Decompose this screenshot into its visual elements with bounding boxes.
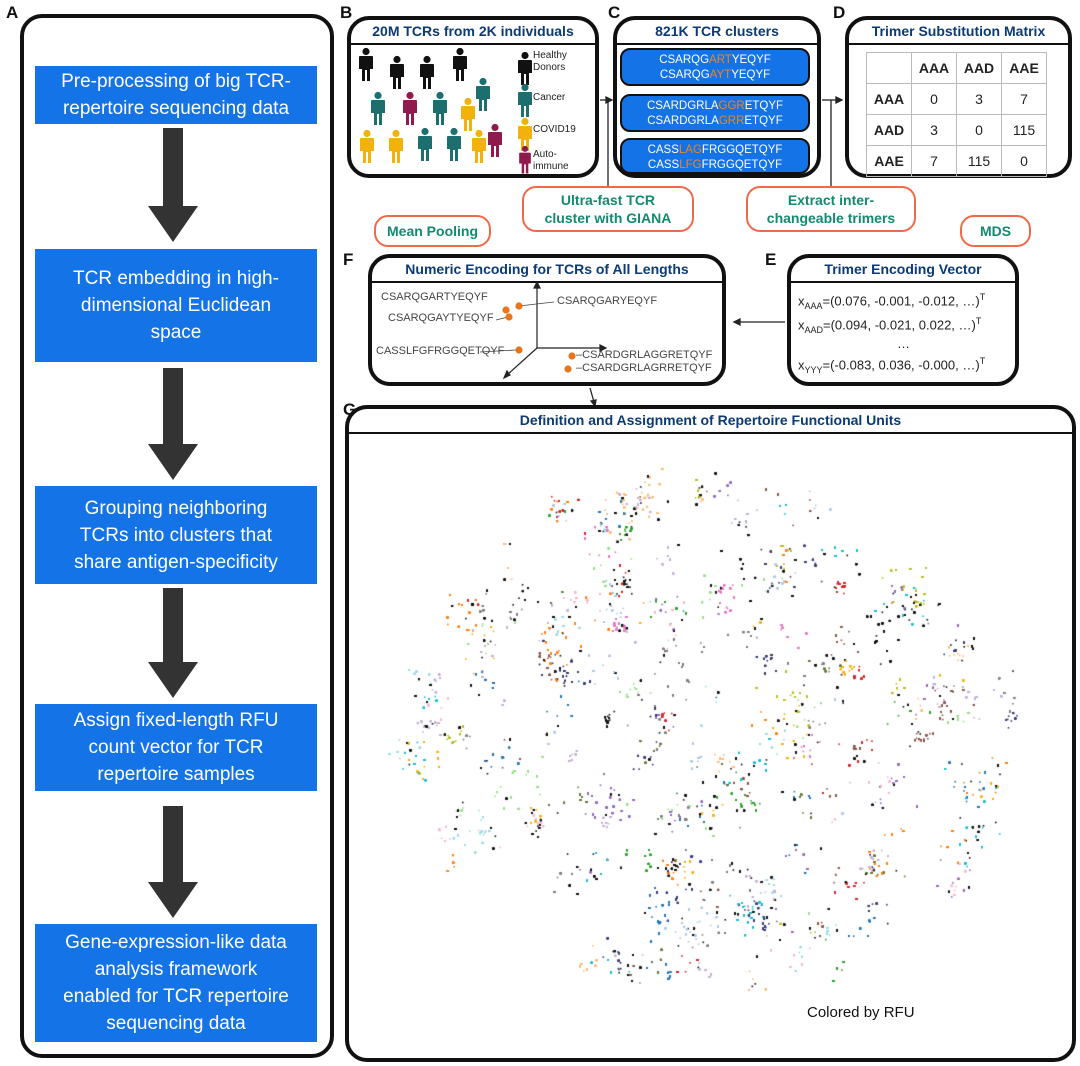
cluster-seq: CSARDGRLAGRRETQYF — [647, 115, 783, 127]
panel-label-c: C — [608, 3, 621, 22]
callout-extract-trimers: Extract inter- changeable trimers — [746, 186, 916, 232]
down-arrow-4 — [148, 806, 198, 918]
matrix-cell: 115 — [956, 145, 1002, 177]
vector-ellipsis: … — [897, 336, 910, 351]
step-box-4: Assign fixed-length RFU count vector for… — [35, 704, 317, 791]
trimer-vector: xAAD=(0.094, -0.021, 0.022, …)T — [798, 316, 982, 335]
step-box-3: Grouping neighboring TCRs into clusters … — [35, 486, 317, 584]
cluster-seq: CSARQGAYTYEQYF — [659, 69, 771, 81]
tcr-sequence-label: –CSARDGRLAGRRETQYF — [576, 362, 712, 374]
cluster-box-1: CSARQGARTYEQYF CSARQGAYTYEQYF — [620, 48, 810, 86]
panel-c-title: 821K TCR clusters — [655, 23, 779, 39]
callout-mds: MDS — [960, 215, 1031, 247]
step-text-3: Grouping neighboring TCRs into clusters … — [74, 497, 278, 573]
callout-mean-pooling: Mean Pooling — [374, 215, 491, 247]
rfu-scatter-plot — [360, 436, 1060, 1048]
embedding-points — [502, 302, 576, 373]
step-box-2: TCR embedding in high- dimensional Eucli… — [35, 249, 317, 362]
panel-label-a: A — [6, 3, 19, 22]
matrix-row-header: AAE — [866, 145, 912, 177]
tcr-sequence-label: CASSLFGFRGGQETQYF — [376, 345, 505, 357]
callout-giana: Ultra-fast TCR cluster with GIANA — [522, 186, 694, 232]
matrix-col-header: AAE — [1001, 52, 1047, 84]
step-box-5: Gene-expression-like data analysis frame… — [35, 924, 317, 1042]
rfu-caption: Colored by RFU — [807, 1004, 915, 1021]
panel-d-rule — [849, 43, 1068, 45]
panel-label-f: F — [343, 250, 354, 269]
embedding-axes — [479, 280, 608, 380]
cluster-seq: CSARQGARTYEQYF — [659, 54, 771, 66]
down-arrow-2 — [148, 368, 198, 480]
matrix-cell: 7 — [1001, 83, 1047, 115]
legend-cancer-label: Cancer — [533, 92, 566, 103]
panel-b-title: 20M TCRs from 2K individuals — [372, 23, 574, 39]
tcr-sequence-label: –CSARDGRLAGGRETQYF — [576, 349, 713, 361]
tcr-sequence-label: CSARQGARYEQYF — [557, 295, 658, 307]
panel-b-rule — [351, 43, 595, 45]
panel-g-rule — [349, 432, 1072, 434]
matrix-col-header: AAA — [911, 52, 957, 84]
trimer-vector: xAAA=(0.076, -0.001, -0.012, …)T — [798, 292, 986, 311]
panel-e-rule — [791, 281, 1015, 283]
legend-covid-label: COVID19 — [533, 124, 576, 135]
panel-f-rule — [372, 281, 722, 283]
panel-f-frame: Numeric Encoding for TCRs of All Lengths — [368, 254, 726, 386]
tcr-sequence-label: CSARQGAYTYEQYF — [388, 312, 494, 324]
panel-label-d: D — [833, 3, 846, 22]
cluster-seq: CASSLAGFRGGQETQYF — [647, 144, 783, 156]
matrix-col-header: AAD — [956, 52, 1002, 84]
cluster-seq: CSARDGRLAGGRETQYF — [646, 100, 784, 112]
tcr-sequence-label: CSARQGARTYEQYF — [381, 291, 488, 303]
step-text-1: Pre-processing of big TCR- repertoire se… — [61, 71, 291, 119]
legend-healthy-label: Healthy Donors — [533, 50, 567, 73]
matrix-cell: 0 — [956, 114, 1002, 146]
step-text-4: Assign fixed-length RFU count vector for… — [73, 710, 279, 785]
panel-e-title: Trimer Encoding Vector — [824, 261, 982, 277]
cluster-box-2: CSARDGRLAGGRETQYF CSARDGRLAGRRETQYF — [620, 94, 810, 132]
step-text-2: TCR embedding in high- dimensional Eucli… — [73, 268, 279, 343]
matrix-cell: 3 — [911, 114, 957, 146]
panel-d-title: Trimer Substitution Matrix — [871, 23, 1046, 39]
matrix-cell: 0 — [1001, 145, 1047, 177]
step-box-1: Pre-processing of big TCR- repertoire se… — [35, 66, 317, 124]
panel-label-e: E — [765, 250, 777, 269]
down-arrow-3 — [148, 588, 198, 698]
step-text-5: Gene-expression-like data analysis frame… — [63, 932, 289, 1034]
trimer-vector: xYYY=(-0.083, 0.036, -0.000, …)T — [798, 356, 986, 375]
panel-f-title: Numeric Encoding for TCRs of All Lengths — [405, 261, 689, 277]
down-arrow-1 — [148, 128, 198, 242]
cluster-box-3: CASSLAGFRGGQETQYF CASSLFGFRGGQETQYF — [620, 138, 810, 174]
panel-label-b: B — [340, 3, 353, 22]
legend-autoimmune-label: Auto- immune — [533, 149, 569, 172]
panel-e-frame: Trimer Encoding Vector — [787, 254, 1019, 386]
substitution-matrix: AAA AAD AAE AAA 0 3 7 AAD 3 0 115 AAE 7 … — [866, 52, 1047, 177]
cluster-seq: CASSLFGFRGGQETQYF — [647, 159, 783, 171]
panel-c-rule — [617, 43, 817, 45]
panel-g-title: Definition and Assignment of Repertoire … — [519, 412, 902, 428]
matrix-cell: 115 — [1001, 114, 1047, 146]
